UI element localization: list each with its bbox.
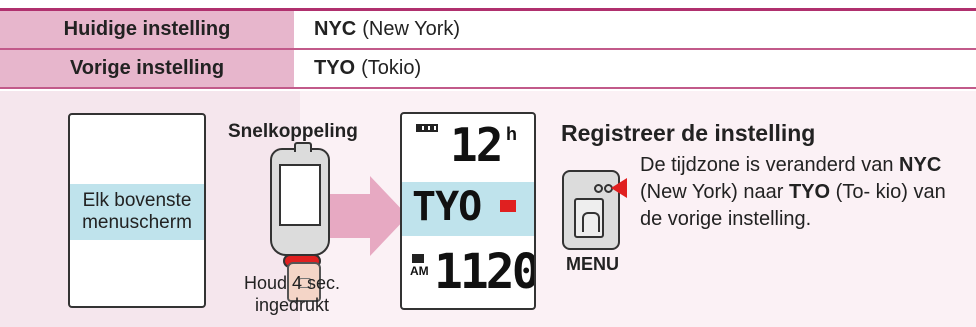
- menu-screen-line-2: menuscherm: [82, 212, 192, 233]
- menu-screen-line-1: Elk bovenste: [82, 190, 192, 211]
- indicator-dot: [594, 184, 603, 193]
- desc-to-code: TYO: [788, 181, 831, 203]
- finger-icon: [287, 262, 321, 302]
- envelope-icon: [412, 254, 424, 263]
- am-indicator: AM: [410, 264, 429, 278]
- menu-button-label: MENU: [566, 254, 619, 274]
- hold-line-1: Houd 4 sec.: [243, 273, 341, 293]
- device-back-panel: [574, 198, 604, 238]
- device-mount-bump: [294, 142, 312, 152]
- row-value: NYC (New York): [294, 11, 976, 48]
- table-bottom-rule: [0, 87, 976, 89]
- table-row: Huidige instelling NYC (New York): [0, 11, 976, 48]
- zone-name: (Tokio): [361, 57, 422, 79]
- zone-readout: TYO: [412, 184, 482, 230]
- menu-button-pointer-icon: [611, 178, 627, 198]
- time-readout: 1120: [434, 244, 536, 300]
- mount-slot: [582, 212, 600, 232]
- zone-name: (New York): [362, 18, 461, 40]
- cycle-computer-icon: [270, 142, 330, 256]
- register-description: De tijdzone is veranderd van NYC (New Yo…: [640, 152, 972, 233]
- cycle-computer-back-icon: [562, 170, 620, 250]
- hour-suffix: h: [506, 124, 517, 144]
- device-display: 12 h TYO AM 1120: [400, 112, 536, 310]
- zone-code: NYC: [314, 18, 357, 40]
- desc-before: De tijdzone is veranderd van: [640, 154, 894, 176]
- register-title: Registreer de instelling: [561, 120, 816, 146]
- table-divider: [0, 48, 976, 50]
- table-top-rule: [0, 8, 976, 11]
- menu-screen-label: Elk bovenste menuscherm: [70, 184, 204, 240]
- arrow-right-icon: [330, 176, 408, 256]
- top-rule: [0, 0, 976, 8]
- hold-instruction: Houd 4 sec. ingedrukt: [232, 272, 352, 316]
- desc-from-name: (New York) naar: [640, 181, 784, 203]
- zone-code: TYO: [314, 57, 356, 79]
- shortcut-title: Snelkoppeling: [228, 121, 358, 142]
- device-screen: [279, 164, 321, 226]
- hour-readout: 12: [450, 118, 503, 172]
- fingernail: [299, 278, 311, 288]
- desc-from-code: NYC: [899, 154, 942, 176]
- desc-rest: kio) van de vorige instelling.: [640, 181, 946, 230]
- battery-icon: [416, 124, 438, 132]
- row-label: Vorige instelling: [0, 50, 294, 87]
- hold-line-2: ingedrukt: [254, 295, 330, 315]
- table-row: Vorige instelling TYO (Tokio): [0, 50, 976, 87]
- row-label: Huidige instelling: [0, 11, 294, 48]
- row-value: TYO (Tokio): [294, 50, 976, 87]
- desc-to-name: (To-: [835, 181, 871, 203]
- envelope-red-icon: [500, 200, 516, 212]
